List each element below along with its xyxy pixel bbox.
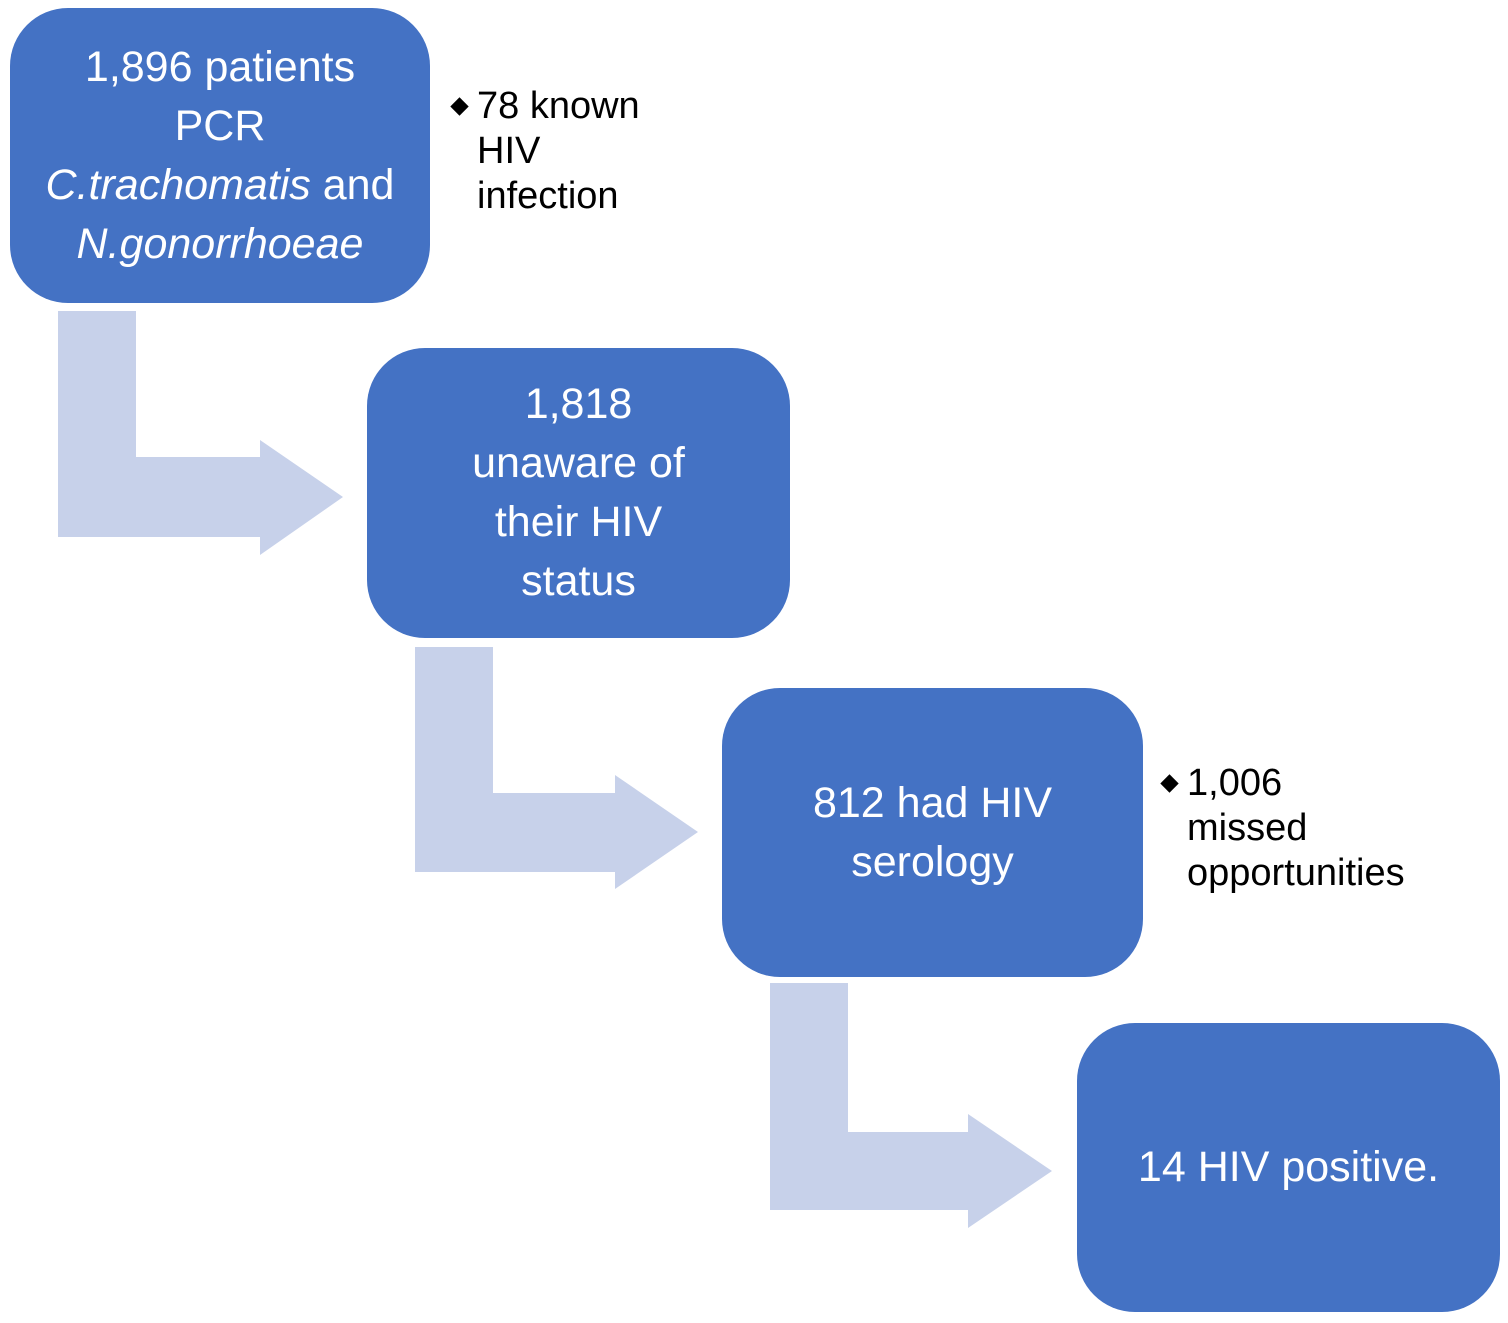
note-line: 78 known bbox=[477, 85, 640, 127]
box-text: 1,896 patients PCR C.trachomatis and N.g… bbox=[46, 38, 395, 274]
box-line: their HIV bbox=[494, 498, 663, 546]
note-line: 1,006 bbox=[1187, 762, 1283, 804]
bent-arrow-3 bbox=[770, 983, 1052, 1228]
box-line: 1,818 bbox=[524, 380, 633, 428]
species-name: N.gonorrhoeae bbox=[76, 219, 364, 268]
box-unaware-of-status: 1,818 unaware of their HIV status bbox=[367, 348, 790, 638]
note-line: infection bbox=[477, 175, 619, 217]
species-name: C.trachomatis bbox=[45, 160, 311, 209]
note-line: missed bbox=[1187, 807, 1308, 849]
box-line: unaware of bbox=[472, 439, 685, 487]
note-text: 1,006 missed opportunities bbox=[1187, 761, 1405, 896]
box-had-hiv-serology: 812 had HIV serology bbox=[722, 688, 1143, 977]
note-line: opportunities bbox=[1187, 852, 1405, 894]
note-missed-opportunities: 1,006 missed opportunities bbox=[1160, 761, 1405, 896]
diamond-bullet-icon bbox=[450, 97, 469, 116]
bent-arrow-1 bbox=[58, 311, 343, 555]
box-text: 14 HIV positive. bbox=[1138, 1138, 1439, 1197]
diamond-bullet-icon bbox=[1160, 774, 1179, 793]
box-line: N.gonorrhoeae bbox=[46, 215, 395, 274]
box-hiv-positive: 14 HIV positive. bbox=[1077, 1023, 1500, 1312]
bent-arrow-2 bbox=[415, 647, 698, 889]
box-text: 812 had HIV serology bbox=[813, 774, 1052, 892]
box-text: 1,818 unaware of their HIV status bbox=[472, 375, 685, 611]
box-line: 1,896 patients bbox=[84, 42, 356, 91]
box-patients-pcr: 1,896 patients PCR C.trachomatis and N.g… bbox=[10, 8, 430, 303]
box-line: 14 HIV positive. bbox=[1137, 1143, 1440, 1191]
box-line: serology bbox=[851, 837, 1014, 886]
note-text: 78 known HIV infection bbox=[477, 84, 640, 219]
note-line: HIV bbox=[477, 130, 541, 172]
box-line: PCR bbox=[174, 101, 266, 150]
note-known-hiv-infection: 78 known HIV infection bbox=[450, 84, 640, 219]
box-line: status bbox=[521, 557, 636, 605]
box-line: C.trachomatis and bbox=[45, 160, 395, 209]
box-line: 812 had HIV bbox=[812, 778, 1053, 827]
